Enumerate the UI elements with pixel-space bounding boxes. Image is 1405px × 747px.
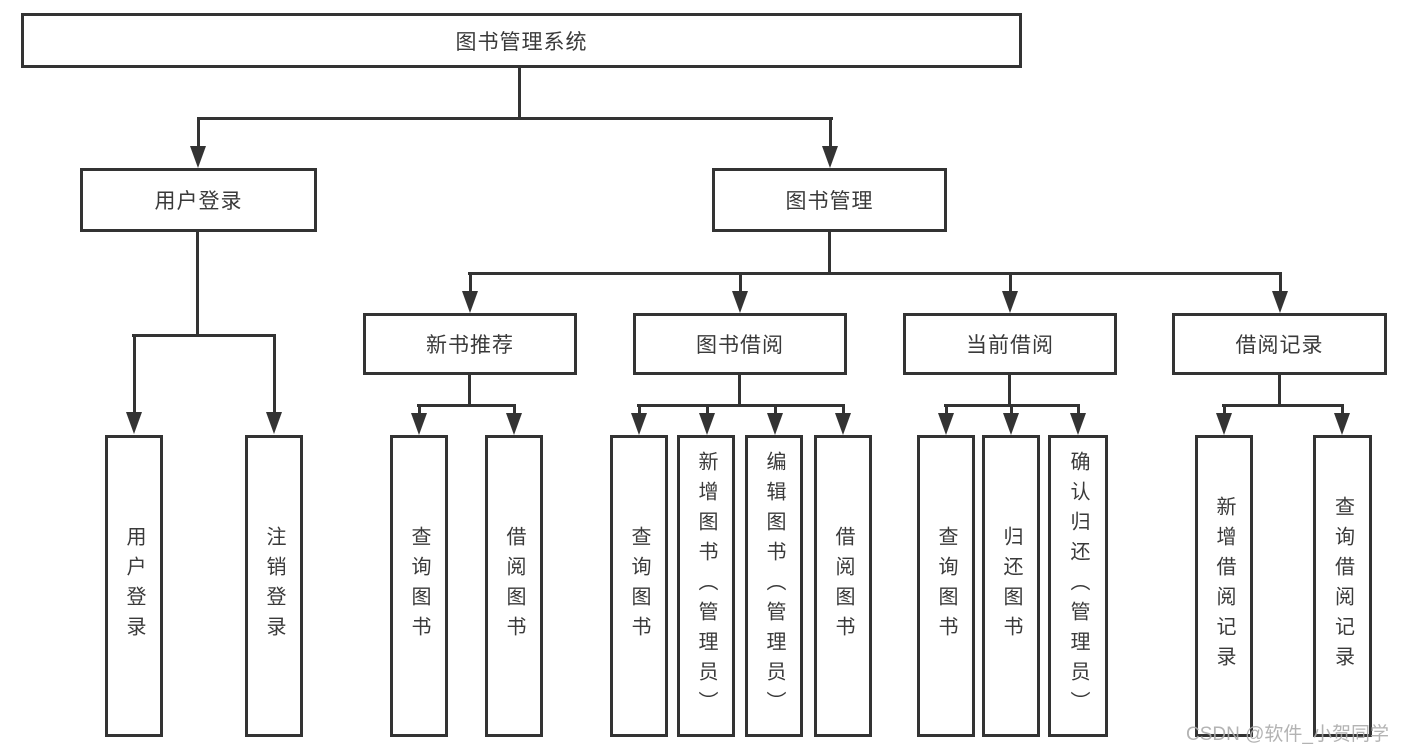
connector-line: [417, 404, 516, 407]
connector-arrow: [767, 406, 783, 435]
leaf-add-borrow-record: 新增借阅记录: [1195, 435, 1253, 737]
leaf-return-books: 归还图书: [982, 435, 1040, 737]
connector-line: [828, 231, 831, 275]
connector-arrow: [732, 274, 748, 313]
watermark-text: CSDN @软件_小贺同学: [1186, 724, 1389, 745]
connector-arrow: [126, 336, 142, 434]
leaf-return-books-label: 归还图书: [1000, 526, 1022, 646]
connector-arrow: [190, 119, 206, 168]
connector-line: [518, 66, 521, 119]
node-book-borrow: 图书借阅: [633, 313, 847, 375]
connector-line: [637, 404, 845, 407]
connector-arrow: [631, 406, 647, 435]
node-user-login-label: 用户登录: [154, 190, 243, 213]
connector-line: [197, 117, 833, 120]
connector-arrow: [1272, 274, 1288, 313]
node-borrow-records-label: 借阅记录: [1235, 334, 1324, 357]
leaf-add-books-admin-label: 新增图书（管理员）: [695, 451, 717, 721]
leaf-user-login: 用户登录: [105, 435, 163, 737]
node-book-management-label: 图书管理: [785, 190, 874, 213]
connector-line: [1008, 374, 1011, 407]
node-root: 图书管理系统: [21, 13, 1022, 68]
connector-line: [738, 374, 741, 407]
node-current-borrow-label: 当前借阅: [966, 334, 1054, 357]
connector-line: [944, 404, 1080, 407]
connector-arrow: [1070, 406, 1086, 435]
leaf-query-borrow-record-label: 查询借阅记录: [1331, 496, 1354, 676]
connector-line: [1278, 374, 1281, 407]
connector-line: [468, 272, 1282, 275]
leaf-confirm-return-admin-label: 确认归还（管理员）: [1067, 451, 1089, 721]
connector-arrow: [462, 274, 478, 313]
connector-arrow: [699, 406, 715, 435]
leaf-edit-books-admin-label: 编辑图书（管理员）: [763, 451, 785, 721]
leaf-query-books-recommend: 查询图书: [390, 435, 448, 737]
connector-arrow: [1003, 406, 1019, 435]
connector-arrow: [822, 119, 838, 168]
leaf-query-books-current: 查询图书: [917, 435, 975, 737]
leaf-add-borrow-record-label: 新增借阅记录: [1213, 496, 1235, 676]
leaf-user-login-label: 用户登录: [123, 526, 145, 646]
leaf-confirm-return-admin: 确认归还（管理员）: [1048, 435, 1108, 737]
node-new-book-recommend-label: 新书推荐: [426, 334, 514, 357]
leaf-borrow-books-label: 借阅图书: [832, 526, 854, 646]
leaf-borrow-books: 借阅图书: [814, 435, 872, 737]
node-user-login: 用户登录: [80, 168, 317, 232]
connector-arrow: [1216, 406, 1232, 435]
leaf-logout-label: 注销登录: [263, 526, 285, 646]
leaf-borrow-books-recommend-label: 借阅图书: [503, 526, 525, 646]
leaf-borrow-books-recommend: 借阅图书: [485, 435, 543, 737]
connector-arrow: [938, 406, 954, 435]
connector-arrow: [1002, 274, 1018, 313]
node-root-label: 图书管理系统: [455, 30, 588, 54]
connector-line: [196, 231, 199, 337]
connector-line: [1222, 404, 1344, 407]
leaf-add-books-admin: 新增图书（管理员）: [677, 435, 735, 737]
connector-arrow: [1334, 406, 1350, 435]
connector-line: [132, 334, 276, 337]
node-new-book-recommend: 新书推荐: [363, 313, 577, 375]
node-current-borrow: 当前借阅: [903, 313, 1117, 375]
node-book-borrow-label: 图书借阅: [696, 334, 784, 357]
leaf-query-books-borrow-label: 查询图书: [628, 526, 650, 646]
connector-arrow: [411, 406, 427, 435]
node-book-management: 图书管理: [712, 168, 947, 232]
connector-line: [468, 374, 471, 407]
leaf-query-borrow-record: 查询借阅记录: [1313, 435, 1372, 737]
connector-arrow: [835, 406, 851, 435]
connector-arrow: [506, 406, 522, 435]
leaf-query-books-current-label: 查询图书: [935, 526, 957, 646]
leaf-query-books-recommend-label: 查询图书: [408, 526, 430, 646]
node-borrow-records: 借阅记录: [1172, 313, 1387, 375]
leaf-edit-books-admin: 编辑图书（管理员）: [745, 435, 803, 737]
leaf-logout: 注销登录: [245, 435, 303, 737]
connector-arrow: [266, 336, 282, 434]
leaf-query-books-borrow: 查询图书: [610, 435, 668, 737]
